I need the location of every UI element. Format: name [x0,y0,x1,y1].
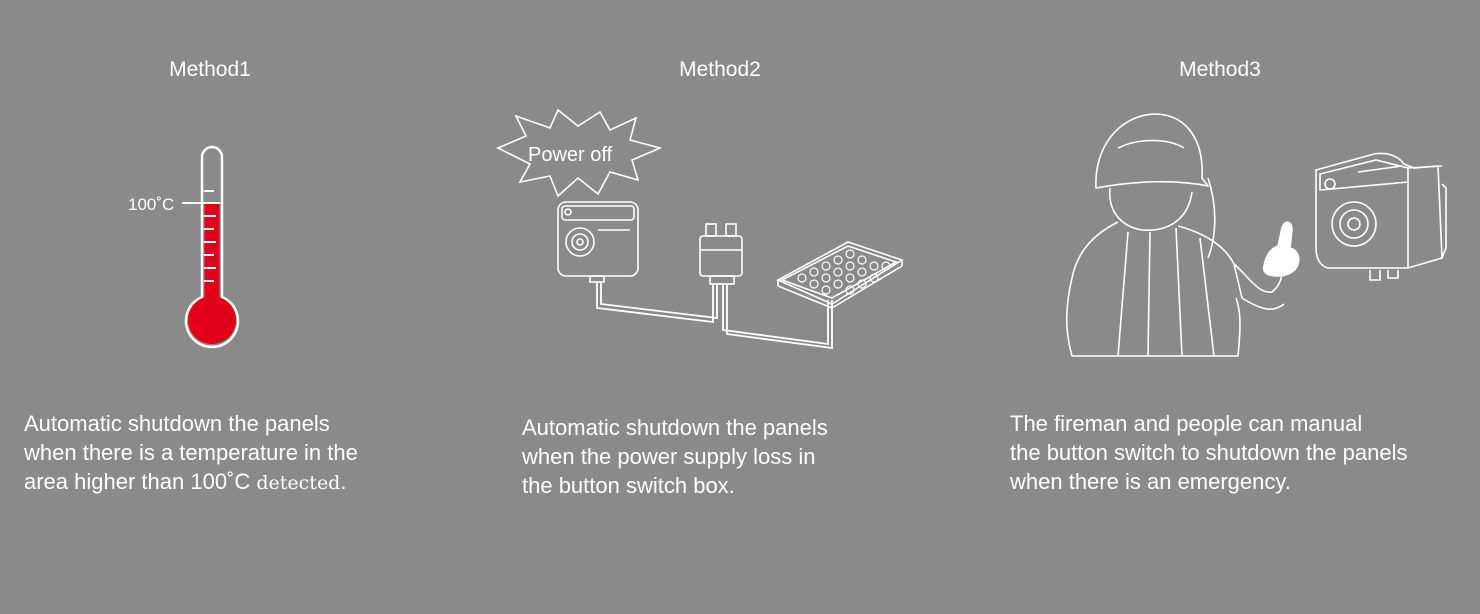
switch-box-icon [1315,152,1447,281]
thermometer-illustration: 100˚C [128,145,240,349]
method1-title: Method1 [169,58,251,81]
method3-line-1: The fireman and people can manual [1010,411,1363,436]
starburst-icon [496,108,663,198]
method3-title: Method3 [1179,58,1261,81]
power-off-label: Power off [528,144,613,166]
method1-description: Automatic shutdown the panels when there… [24,409,358,498]
method2-line-2: when the power supply loss in [522,444,816,469]
method3-line-2: the button switch to shutdown the panels [1010,440,1408,465]
fireman-icon [1065,113,1300,357]
method2-line-1: Automatic shutdown the panels [522,415,828,440]
thermometer-label: 100˚C [128,195,174,214]
detected-word: detected [256,472,341,494]
method2-title: Method2 [679,58,761,81]
thermometer-ticks [182,190,220,282]
method3-line-3: when there is an emergency. [1010,469,1291,494]
method1-line-1: Automatic shutdown the panels [24,411,330,436]
connector-icon [699,223,743,285]
method3-description: The fireman and people can manual the bu… [1010,409,1407,496]
switch-box-icon [557,201,639,283]
method2-description: Automatic shutdown the panels when the p… [522,413,828,500]
thermometer-icon [184,145,240,349]
method1-line-3: area higher than 100˚C detected. [24,469,347,494]
method1-line-2: when there is a temperature in the [24,440,358,465]
method2-line-3: the button switch box. [522,473,735,498]
power-off-illustration: Power off [496,108,904,350]
mercury-column [204,203,220,303]
fireman-illustration [1065,113,1447,357]
mercury-bulb [188,296,236,344]
wire [596,282,833,350]
solar-panel-icon [776,241,904,309]
